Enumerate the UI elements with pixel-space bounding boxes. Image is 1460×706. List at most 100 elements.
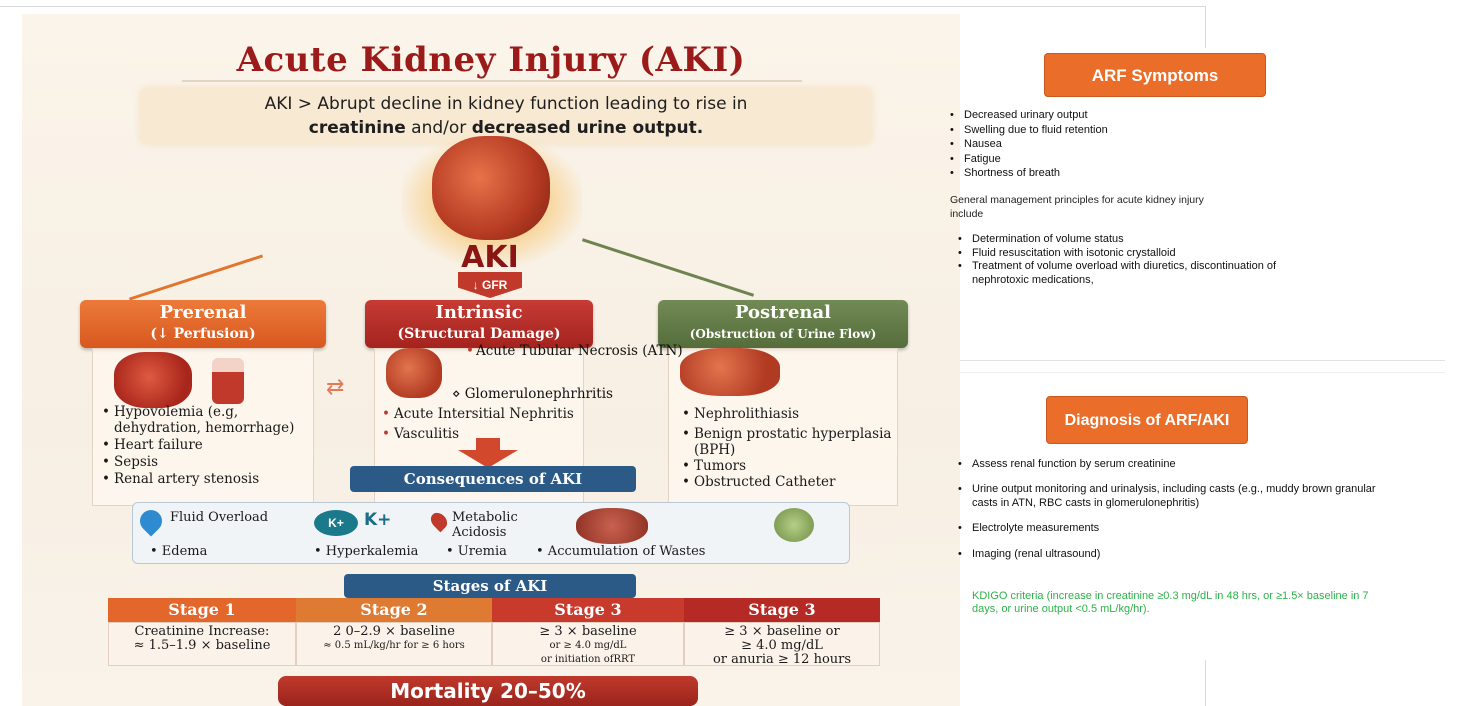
definition-bold-creatinine: creatinine <box>308 118 406 138</box>
arrow-to-prerenal-icon <box>128 254 264 301</box>
aki-infographic: Acute Kidney Injury (AKI) AKI > Abrupt d… <box>22 14 960 706</box>
list-item: Urine output monitoring and urinalysis, … <box>958 483 1378 510</box>
list-item: Fluid resuscitation with isotonic crysta… <box>958 247 1318 261</box>
list-item: Swelling due to fluid retention <box>950 123 1250 138</box>
slide-frame-right-bottom <box>1205 660 1206 706</box>
list-item: Benign prostatic hyperplasia (BPH) <box>682 426 912 458</box>
prerenal-causes-list: Hypovolemia (e.g, dehydration, hemorrhag… <box>102 404 314 488</box>
list-item: Shortness of breath <box>950 166 1250 181</box>
list-item: Nausea <box>950 137 1250 152</box>
list-item: Acute Tubular Necrosis (ATN) <box>466 344 683 360</box>
definition-lead: AKI <box>264 94 293 114</box>
stage-2-criteria: 2 0–2.9 × baseline ≈ 0.5 mL/kg/hr for ≥ … <box>296 622 492 666</box>
stage-3-header: Stage 3 <box>492 598 684 622</box>
stage-line: ≥ 3 × baseline or <box>724 624 840 639</box>
stage-line: ≥ 4.0 mg/dL <box>741 638 823 653</box>
diagnosis-list: Assess renal function by serum creatinin… <box>958 458 1378 573</box>
gfr-down-badge: ↓ GFR <box>458 272 522 298</box>
definition-box: AKI > Abrupt decline in kidney function … <box>140 88 872 144</box>
slide-frame-right <box>1205 6 1206 48</box>
definition-arrow: > <box>297 94 313 114</box>
stage-line: ≈ 1.5–1.9 × baseline <box>133 638 271 653</box>
stage-line: 2 0–2.9 × baseline <box>333 624 455 639</box>
list-item: Acute Intersitial Nephritis <box>382 406 632 422</box>
stage-3b-criteria: ≥ 3 × baseline or ≥ 4.0 mg/dL or anuria … <box>684 622 880 667</box>
list-item: Treatment of volume overload with diuret… <box>958 260 1318 287</box>
list-item: Hypovolemia (e.g, dehydration, hemorrhag… <box>102 404 314 436</box>
consequences-panel <box>132 502 850 564</box>
prerenal-title: Prerenal <box>159 302 247 323</box>
list-item: Determination of volume status <box>958 233 1318 247</box>
heart-illustration-icon <box>114 352 192 408</box>
blood-bag-icon <box>212 358 244 404</box>
stages-header: Stages of AKI <box>344 574 636 598</box>
stage-line: ≥ 3 × baseline <box>539 624 637 639</box>
hyperkalemia-label: • Hyperkalemia <box>314 544 419 559</box>
infographic-title: Acute Kidney Injury (AKI) <box>236 40 746 80</box>
atn-list: Acute Tubular Necrosis (ATN) <box>466 344 683 360</box>
intrinsic-causes-list: Acute Intersitial Nephritis Vasculitis <box>382 406 632 442</box>
stage-2-header: Stage 2 <box>296 598 492 622</box>
fluid-overload-label: Fluid Overload <box>170 510 269 525</box>
list-item: Decreased urinary output <box>950 108 1250 123</box>
list-item: Obstructed Catheter <box>682 474 912 490</box>
list-item: Renal artery stenosis <box>102 471 314 487</box>
postrenal-title: Postrenal <box>734 302 832 323</box>
metabolic-acidosis-label: Metabolic Acidosis <box>452 510 518 540</box>
edema-label: • Edema <box>150 544 208 559</box>
symptoms-list: Decreased urinary output Swelling due to… <box>950 108 1250 181</box>
mortality-banner: Mortality 20–50% <box>278 676 698 706</box>
list-item: Tumors <box>682 458 912 474</box>
list-item: Vasculitis <box>382 426 632 442</box>
list-item: Heart failure <box>102 437 314 453</box>
list-item: Nephrolithiasis <box>682 406 912 422</box>
stage-3b-header: Stage 3 <box>684 598 880 622</box>
diagnosis-button[interactable]: Diagnosis of ARF/AKI <box>1046 396 1248 444</box>
stage-line: or ≥ 4.0 mg/dL <box>549 640 627 651</box>
list-item: Electrolyte measurements <box>958 522 1378 536</box>
arf-symptoms-button[interactable]: ARF Symptoms <box>1044 53 1266 97</box>
aki-center-label: AKI <box>461 240 519 275</box>
category-prerenal-header: Prerenal (↓ Perfusion) <box>80 300 326 348</box>
intrinsic-title: Intrinsic <box>435 302 523 323</box>
arrow-to-postrenal-icon <box>581 238 755 297</box>
list-item: Fatigue <box>950 152 1250 167</box>
potassium-badge-icon: K+ <box>314 510 358 536</box>
obstructed-kidney-icon <box>680 348 780 396</box>
definition-bold-urine: decreased urine output. <box>471 118 704 138</box>
wastes-label: • Accumulation of Wastes <box>536 544 706 559</box>
kdigo-criteria: KDIGO criteria (increase in creatinine ≥… <box>972 590 1369 616</box>
stage-line: Creatinine Increase: <box>134 624 270 639</box>
prerenal-subtitle: (↓ Perfusion) <box>150 326 256 342</box>
kidney-illustration-icon <box>432 136 550 240</box>
management-intro: General management principles for acute … <box>950 194 1204 220</box>
stage-line: or anuria ≥ 12 hours <box>712 652 852 667</box>
waste-illustration-icon <box>576 508 648 544</box>
double-arrow-icon: ⇄ <box>326 374 345 399</box>
intrinsic-subtitle: (Structural Damage) <box>397 326 561 342</box>
uremia-label: • Uremia <box>446 544 507 559</box>
glomerulonephritis-label: ⋄ Glomerulonephrhritis <box>452 386 613 402</box>
slide-frame-top <box>0 6 1205 7</box>
stage-3-criteria: ≥ 3 × baseline or ≥ 4.0 mg/dL or initiat… <box>492 622 684 666</box>
stage-1-criteria: Creatinine Increase: ≈ 1.5–1.9 × baselin… <box>108 622 296 666</box>
management-list: Determination of volume status Fluid res… <box>958 233 1318 287</box>
stage-1-header: Stage 1 <box>108 598 296 622</box>
stage-line: ≈ 0.5 mL/kg/hr for ≥ 6 hors <box>323 640 465 651</box>
consequences-header: Consequences of AKI <box>350 466 636 492</box>
potassium-text: K+ <box>364 510 392 530</box>
category-intrinsic-header: Intrinsic (Structural Damage) <box>365 300 593 348</box>
postrenal-subtitle: (Obstruction of Urine Flow) <box>689 327 877 341</box>
section-divider <box>932 360 1445 361</box>
definition-mid: and/or <box>411 118 467 138</box>
toxin-face-icon <box>774 508 814 542</box>
postrenal-causes-list: Nephrolithiasis Benign prostatic hyperpl… <box>682 406 912 490</box>
definition-text: Abrupt decline in kidney function leadin… <box>317 94 748 114</box>
list-item: Imaging (renal ultrasound) <box>958 548 1378 562</box>
category-postrenal-header: Postrenal (Obstruction of Urine Flow) <box>658 300 908 348</box>
list-item: Sepsis <box>102 454 314 470</box>
damaged-kidney-icon <box>386 348 442 398</box>
title-rule <box>182 80 802 82</box>
stage-line: or initiation ofRRT <box>540 654 636 665</box>
list-item: Assess renal function by serum creatinin… <box>958 458 1378 472</box>
